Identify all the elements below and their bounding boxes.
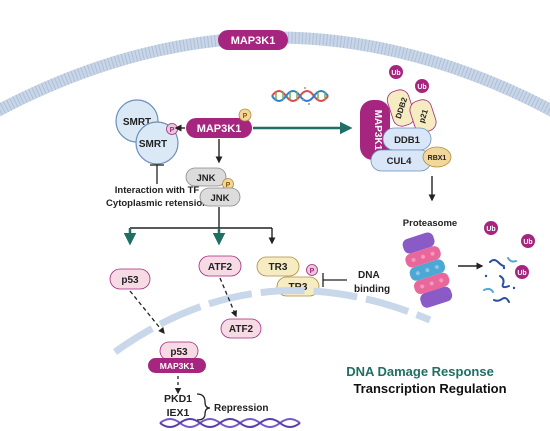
smrt-caption-line1: Interaction with TF (115, 185, 200, 196)
p53-cytoplasm: p53 (109, 268, 151, 290)
membrane-map3k1: MAP3K1 (218, 30, 288, 50)
dna-binding-label-line1: DNA (358, 270, 380, 281)
svg-text:Ub: Ub (417, 84, 426, 91)
svg-text:MAP3K1: MAP3K1 (231, 35, 276, 47)
svg-text:P: P (310, 268, 315, 275)
jnk-branch-arrows (123, 207, 276, 246)
atf2-cytoplasm: ATF2 (198, 255, 242, 277)
nuclear-membrane (112, 287, 432, 355)
dna-damage-response-title: DNA Damage Response (346, 364, 494, 379)
p53-map3k1-nuclear: p53 MAP3K1 (148, 341, 206, 373)
atf2-nuclear: ATF2 (220, 318, 262, 339)
arrow-p53-translocation (129, 290, 165, 335)
nuclear-dna-icon (159, 418, 301, 428)
center-map3k1: MAP3K1 P (186, 108, 252, 138)
dna-helix-icon (271, 87, 329, 105)
free-ubiquitin: Ub Ub Ub (484, 221, 535, 279)
dna-binding-inhibition (322, 273, 347, 287)
svg-text:MAP3K1: MAP3K1 (372, 110, 383, 151)
svg-text:CUL4: CUL4 (387, 156, 413, 167)
svg-text:Ub: Ub (391, 70, 400, 77)
pkd1-label: PKD1 (164, 393, 192, 405)
jnk-complex: JNK P JNK (185, 167, 241, 207)
svg-text:DDB1: DDB1 (394, 135, 421, 146)
svg-text:P: P (226, 182, 231, 189)
svg-text:p53: p53 (121, 275, 139, 286)
svg-text:p53: p53 (170, 347, 188, 358)
svg-text:SMRT: SMRT (139, 139, 167, 150)
ddb-cul4-complex: MAP3K1 DDB2 p21 Ub Ub DDB1 CUL4 RBX1 (360, 65, 452, 172)
svg-text:SMRT: SMRT (123, 117, 151, 128)
dna-binding-label-line2: binding (354, 284, 390, 295)
svg-text:Ub: Ub (517, 270, 526, 277)
svg-text:Ub: Ub (523, 239, 532, 246)
svg-text:TR3: TR3 (269, 262, 288, 273)
repression-label: Repression (214, 403, 268, 414)
svg-text:Ub: Ub (486, 226, 495, 233)
svg-text:P: P (243, 113, 248, 120)
proteasome-label: Proteasome (403, 218, 457, 229)
svg-text:ATF2: ATF2 (208, 262, 233, 273)
svg-text:P: P (170, 127, 175, 134)
svg-text:JNK: JNK (196, 173, 215, 184)
svg-text:ATF2: ATF2 (229, 324, 254, 335)
svg-text:MAP3K1: MAP3K1 (197, 123, 242, 135)
smrt-complex: SMRT SMRT P (115, 99, 179, 165)
svg-text:MAP3K1: MAP3K1 (160, 361, 195, 371)
smrt-caption-line2: Cytoplasmic retension (106, 198, 208, 209)
proteasome-icon (402, 232, 453, 308)
transcription-regulation-title: Transcription Regulation (353, 381, 506, 396)
smrt-inhibition (150, 164, 164, 184)
svg-text:JNK: JNK (210, 193, 229, 204)
repression-bracket (196, 393, 211, 421)
peptide-fragments-icon (483, 257, 517, 303)
iex1-label: IEX1 (167, 407, 190, 419)
svg-text:p21: p21 (417, 108, 430, 124)
svg-text:RBX1: RBX1 (428, 155, 447, 162)
